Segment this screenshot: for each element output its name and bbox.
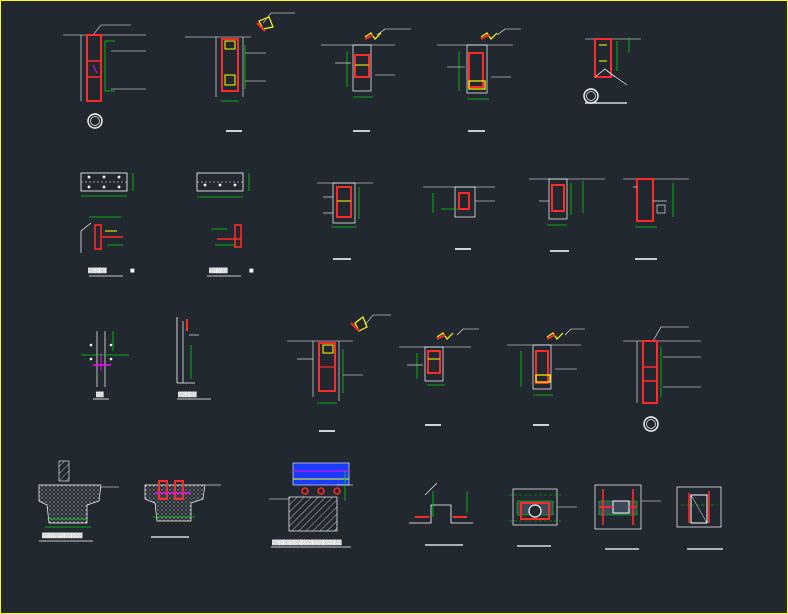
caption-detail-r3b: ▓▓▓▓▓ [178,392,197,398]
caption-detail-r2b: ▓▓▓▓▓ [209,268,228,274]
detail-wall-section-r3c[interactable] [287,314,391,432]
detail-slab-opening-r4g[interactable] [676,486,723,550]
detail-wall-section-2[interactable] [185,12,295,132]
caption-mark-r2a: ■ [130,268,135,274]
detail-plan-section-r2a[interactable] [80,172,134,277]
detail-beam-section-r2e[interactable] [529,178,605,252]
caption-detail-r4c: ▓▓▓▓▓▓▓▓▓▓▓▓▓▓▓▓▓▓▓ [272,540,342,546]
detail-wall-section-1[interactable] [63,24,146,129]
detail-beam-section-3[interactable] [321,28,411,132]
detail-beam-section-r2d[interactable] [423,186,495,250]
detail-slab-opening-r4f[interactable] [594,484,661,550]
detail-wall-section-r2f[interactable] [623,178,689,260]
caption-detail-r2a: ▓▓▓▓▓ [88,268,107,274]
detail-beam-section-4[interactable] [437,28,521,132]
caption-mark-r2b: ■ [249,268,254,274]
detail-plan-section-r2b[interactable] [196,172,250,277]
detail-wall-section-r3f[interactable] [623,326,701,432]
detail-slab-opening-r4e[interactable] [509,488,577,547]
detail-wall-elevation-r3b[interactable] [176,317,211,400]
detail-beam-section-r3d[interactable] [399,328,479,426]
detail-beam-section-r2c[interactable] [317,182,373,260]
detail-foundation-r4c[interactable] [269,462,353,548]
detail-beam-section-r3e[interactable] [507,328,585,426]
detail-column-plan-r3a[interactable] [81,331,129,400]
detail-footing-r4a[interactable] [38,460,119,542]
caption-detail-r3a: ▓▓ [96,392,104,398]
detail-wall-section-5[interactable] [583,37,641,104]
caption-detail-r4a: ▓▓▓▓▓▓▓▓▓▓▓ [42,533,83,539]
detail-step-section-r4d[interactable] [409,482,473,546]
detail-footing-r4b[interactable] [144,480,221,538]
